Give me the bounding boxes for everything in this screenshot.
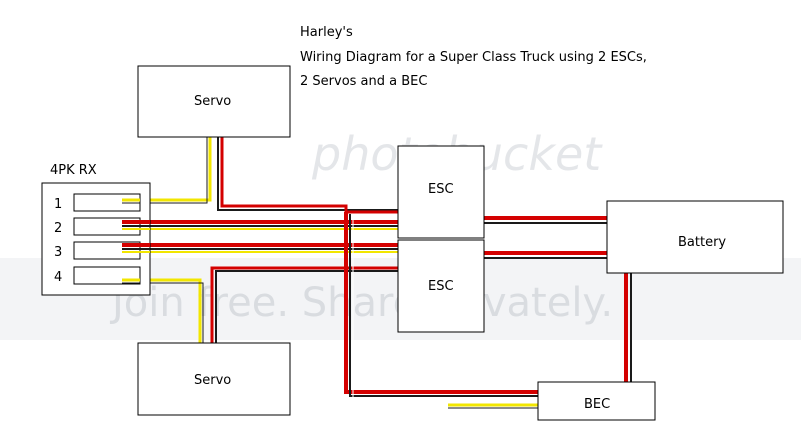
servo-top-box: Servo [137,65,291,138]
servo-top-lead [128,137,398,214]
watermark-tagline-text: Join free. Share privately. [109,280,613,326]
channel-2-number: 2 [54,221,62,236]
channel-1-number: 1 [54,197,62,212]
diagram-title: Harley's Wiring Diagram for a Super Clas… [300,25,647,89]
receiver-label: 4PK RX [50,163,97,178]
title-line-3: 2 Servos and a BEC [300,74,427,89]
receiver-box: 4PK RX 1 2 3 4 [41,163,151,296]
channel-plugs [122,198,150,284]
title-line-2: Wiring Diagram for a Super Class Truck u… [300,50,647,65]
esc-top-label: ESC [428,182,454,197]
servo-bottom-box: Servo [137,342,291,416]
battery-to-bec [624,273,632,382]
esc-top-to-battery [484,216,607,227]
servo-bottom-label: Servo [194,373,231,388]
rx-ch2-to-esc-top [128,220,398,230]
esc-bottom-box: ESC [397,239,485,333]
esc-top-box: ESC [397,145,485,239]
channel-4-number: 4 [54,270,62,285]
bec-label: BEC [584,397,610,412]
servo-top-label: Servo [194,94,231,109]
wires [128,137,632,409]
channel-3-number: 3 [54,245,62,260]
bec-box: BEC [537,381,656,421]
esc-bottom-label: ESC [428,279,454,294]
battery-label: Battery [678,235,726,250]
battery-box: Battery [606,200,784,274]
servo-bottom-lead [128,266,398,343]
bec-output-lead [448,403,538,409]
esc-bottom-to-battery [484,251,607,259]
rx-ch3-to-esc-bottom [128,243,398,253]
title-line-1: Harley's [300,25,353,40]
components: Servo Servo ESC ESC Battery BEC 4 [41,65,784,421]
esc-to-bec-left [344,212,538,400]
